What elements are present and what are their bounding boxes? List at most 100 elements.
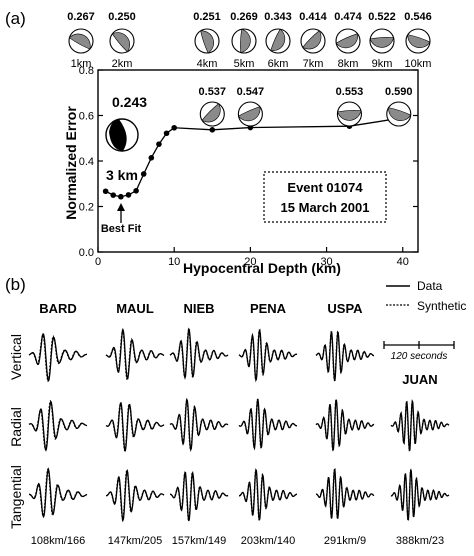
top-mechanism-beachball [300, 28, 326, 54]
top-mechanism-depth: 8km [338, 58, 359, 70]
top-mechanism-beachball-quadrant [369, 37, 394, 48]
top-mechanism-depth: 7km [303, 58, 324, 70]
legend: Data Synthetic [386, 279, 466, 313]
best-fit-mechanism: 0.243 3 km [105, 94, 147, 183]
synthetic-waveform [169, 471, 229, 522]
legend-data-label: Data [417, 279, 443, 293]
component-label: Radial [8, 407, 24, 447]
inner-mechanism-beachball-quadrant [337, 110, 362, 121]
error-point [163, 130, 170, 137]
synthetic-waveform [169, 328, 229, 379]
data-waveform [238, 398, 298, 451]
synthetic-waveform [28, 334, 87, 383]
synthetic-waveform [105, 468, 165, 522]
synthetic-waveform [315, 399, 375, 452]
station-name: MAUL [116, 301, 154, 316]
data-waveform [106, 469, 165, 523]
station-distance: 291km/9 [324, 535, 366, 547]
synthetic-waveform [169, 399, 229, 452]
station-distances: 108km/166 147km/205 157km/149 203km/140 291k… [31, 535, 444, 547]
y-tick-label: 0.4 [79, 156, 94, 168]
top-mechanisms: 0.2671km0.2502km0.2514km0.2695km0.3436km… [67, 11, 432, 70]
top-mechanism-beachball-quadrant [111, 32, 130, 53]
station-distance: 203km/140 [241, 535, 295, 547]
event-date: 15 March 2001 [281, 200, 370, 215]
synthetic-waveform [316, 468, 375, 520]
panel-b-label: (b) [5, 275, 26, 294]
data-waveform [169, 397, 229, 452]
data-waveform [315, 399, 375, 452]
station-name: BARD [39, 301, 77, 316]
best-fit-label: Best Fit [101, 223, 142, 235]
event-id: Event 01074 [287, 180, 363, 195]
error-point [110, 192, 117, 198]
error-point [140, 171, 147, 177]
event-box: Event 01074 15 March 2001 [263, 171, 387, 223]
top-mechanism-beachball [369, 28, 395, 54]
top-mechanism-depth: 10km [405, 58, 432, 70]
inner-mechanism-beachball-quadrant [238, 106, 261, 122]
inner-mechanism-beachball [199, 101, 225, 127]
data-waveform [105, 327, 165, 380]
best-fit-marker: Best Fit [101, 203, 142, 235]
top-mechanism-depth: 2km [112, 58, 133, 70]
data-waveform [315, 330, 374, 382]
top-mechanism-beachball-quadrant [270, 28, 286, 52]
synthetic-waveform [390, 468, 450, 521]
top-mechanism-beachball-quadrant [407, 34, 431, 48]
station-name: NIEB [183, 301, 214, 316]
top-mechanism-beachball-quadrant [335, 33, 359, 49]
inner-mechanism-value: 0.590 [385, 86, 413, 98]
y-tick-label: 0.2 [79, 202, 94, 214]
data-waveform [169, 470, 229, 522]
synthetic-waveform [105, 328, 165, 381]
station-distance: 108km/166 [31, 535, 85, 547]
x-axis-title: Hypocentral Depth (km) [183, 260, 341, 276]
data-waveform [28, 333, 87, 382]
top-mechanism-value: 0.343 [264, 11, 292, 23]
top-mechanism-beachball [231, 28, 257, 54]
top-mechanism-value: 0.546 [404, 11, 432, 23]
inner-mechanism-value: 0.553 [336, 86, 364, 98]
inner-mechanism-value: 0.547 [237, 86, 265, 98]
event-box-frame [263, 171, 387, 223]
station-distance: 147km/205 [108, 535, 162, 547]
error-point [125, 192, 132, 198]
error-point [118, 193, 124, 200]
station-name: PENA [250, 301, 287, 316]
station-distance: 157km/149 [172, 535, 226, 547]
y-tick-label: 0.6 [79, 111, 94, 123]
top-mechanism-beachball [335, 28, 361, 54]
error-point [156, 141, 162, 147]
top-mechanism-beachball-quadrant [240, 28, 251, 53]
x-tick-label: 20 [244, 256, 256, 268]
top-mechanism-depth: 4km [197, 58, 218, 70]
error-point [102, 188, 109, 195]
top-mechanism-depth: 9km [372, 58, 393, 70]
legend-synthetic-label: Synthetic [417, 299, 466, 313]
inner-mechanism-beachball [237, 101, 263, 127]
y-tick-label: 0.8 [79, 65, 94, 77]
data-waveform [29, 467, 88, 519]
top-mechanism-value: 0.251 [193, 11, 221, 23]
synthetic-waveform [238, 469, 298, 521]
top-mechanism-beachball [194, 28, 220, 54]
scale-bar-label: 120 seconds [391, 351, 448, 362]
panel-a-label: (a) [5, 9, 26, 28]
error-point [133, 188, 139, 194]
top-mechanism-value: 0.414 [299, 11, 327, 23]
top-mechanism-value: 0.250 [108, 11, 136, 23]
best-beachball-compression [109, 119, 127, 151]
synthetic-waveform [238, 329, 298, 381]
top-mechanism-beachball-quadrant [68, 33, 91, 50]
top-mechanism-value: 0.522 [368, 11, 396, 23]
top-mechanism-depth: 5km [234, 58, 255, 70]
synthetic-waveform [105, 403, 165, 452]
x-tick-label: 10 [168, 256, 180, 268]
synthetic-waveform [238, 398, 298, 449]
